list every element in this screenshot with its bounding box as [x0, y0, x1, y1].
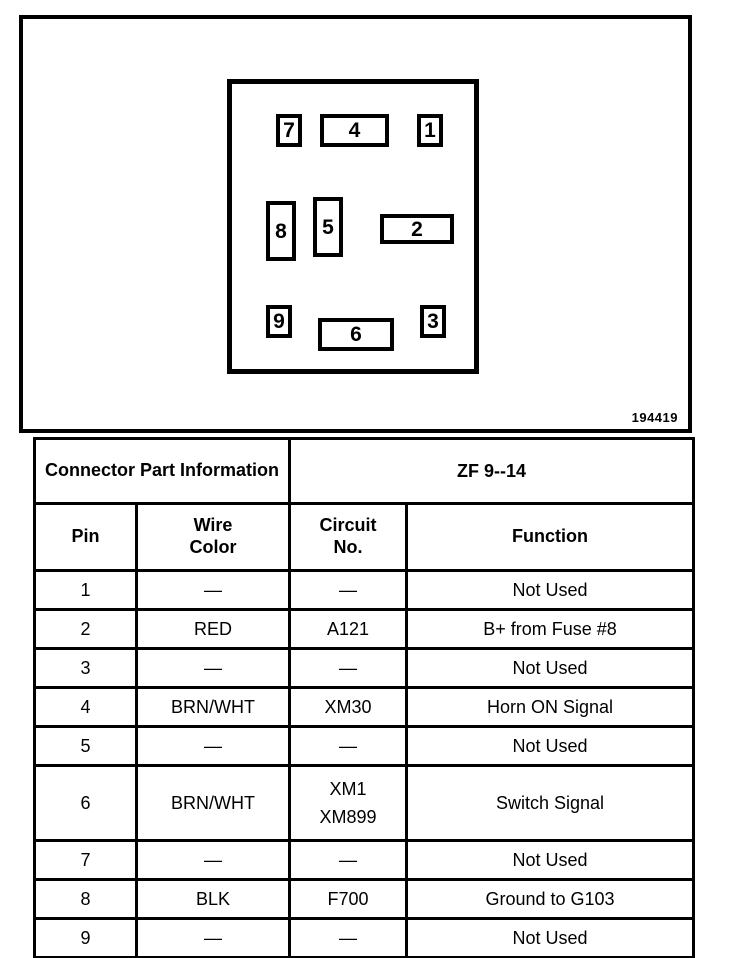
pin-box-label: 4: [348, 119, 361, 142]
cell-wire-color: —: [134, 839, 292, 881]
circuit-no-value: XM899: [319, 806, 377, 827]
part-information-value: ZF 9--14: [288, 437, 696, 505]
circuit-no-value: XM1: [329, 778, 367, 799]
pin-box-5: 5: [313, 197, 343, 257]
cell-wire-color: —: [134, 725, 292, 767]
column-header-wire-color-line2: Color: [189, 537, 237, 557]
cell-circuit-no: —: [288, 725, 409, 767]
pin-box-label: 9: [273, 310, 285, 333]
connector-body-outline: 7 4 1 8 5 2 9 6 3: [227, 79, 479, 374]
cell-wire-color: —: [134, 647, 292, 689]
column-header-pin: Pin: [33, 502, 138, 572]
column-header-circuit-no: Circuit No.: [288, 502, 409, 572]
column-header-function: Function: [405, 502, 696, 572]
cell-pin: 1: [33, 569, 138, 611]
cell-wire-color: BRN/WHT: [134, 686, 292, 728]
cell-circuit-no: XM30: [288, 686, 409, 728]
pin-box-7: 7: [276, 114, 302, 147]
cell-circuit-no: —: [288, 569, 409, 611]
pin-box-1: 1: [417, 114, 443, 147]
cell-function: Not Used: [405, 917, 696, 958]
table-row: 1——Not Used: [33, 569, 696, 611]
column-header-circuit-no-line1: Circuit: [319, 515, 377, 536]
pin-box-4: 4: [320, 114, 389, 147]
cell-circuit-no: —: [288, 917, 409, 958]
pin-box-3: 3: [420, 305, 446, 338]
column-header-wire-color: Wire Color: [134, 502, 292, 572]
cell-wire-color: BRN/WHT: [134, 764, 292, 842]
cell-circuit-no: —: [288, 839, 409, 881]
column-header-wire-color-line1: Wire: [193, 515, 233, 536]
cell-wire-color: —: [134, 917, 292, 958]
part-information-label: Connector Part Information: [32, 437, 292, 505]
table-row: 3——Not Used: [33, 647, 696, 689]
connector-pin-table: Connector Part Information ZF 9--14 Pin …: [32, 437, 696, 958]
cell-pin: 5: [33, 725, 138, 767]
cell-wire-color: RED: [134, 608, 292, 650]
pin-box-2: 2: [380, 214, 454, 244]
pin-box-label: 3: [427, 310, 439, 333]
pin-box-9: 9: [266, 305, 292, 338]
cell-circuit-no: F700: [288, 878, 409, 920]
table-row: 7——Not Used: [33, 839, 696, 881]
cell-pin: 6: [33, 764, 138, 842]
pin-box-label: 7: [283, 119, 295, 142]
cell-function: Ground to G103: [405, 878, 696, 920]
cell-pin: 4: [33, 686, 138, 728]
connector-diagram-frame: 7 4 1 8 5 2 9 6 3 194419: [19, 15, 692, 433]
cell-circuit-no: A121: [288, 608, 409, 650]
cell-circuit-no: —: [288, 647, 409, 689]
cell-wire-color: —: [134, 569, 292, 611]
diagram-reference-number: 194419: [631, 410, 678, 425]
cell-function: Switch Signal: [405, 764, 696, 842]
cell-pin: 2: [33, 608, 138, 650]
pin-box-label: 1: [424, 119, 436, 142]
cell-pin: 9: [33, 917, 138, 958]
pin-box-label: 8: [275, 219, 287, 243]
cell-function: Not Used: [405, 647, 696, 689]
connector-pin-table-body: Connector Part Information ZF 9--14 Pin …: [32, 437, 696, 958]
pin-box-label: 2: [411, 217, 423, 241]
cell-function: B+ from Fuse #8: [405, 608, 696, 650]
cell-function: Not Used: [405, 569, 696, 611]
part-information-row: Connector Part Information ZF 9--14: [32, 437, 696, 505]
cell-function: Not Used: [405, 725, 696, 767]
cell-wire-color: BLK: [134, 878, 292, 920]
column-header-circuit-no-line2: No.: [333, 537, 363, 557]
pin-box-8: 8: [266, 201, 296, 261]
cell-pin: 8: [33, 878, 138, 920]
table-row: 5——Not Used: [33, 725, 696, 767]
cell-function: Horn ON Signal: [405, 686, 696, 728]
cell-pin: 7: [33, 839, 138, 881]
pin-box-label: 5: [322, 215, 334, 239]
cell-pin: 3: [33, 647, 138, 689]
pin-box-6: 6: [318, 318, 394, 351]
column-header-row: Pin Wire Color Circuit No. Function: [33, 502, 696, 572]
pin-box-label: 6: [350, 323, 362, 346]
table-row: 9——Not Used: [33, 917, 696, 958]
cell-function: Not Used: [405, 839, 696, 881]
